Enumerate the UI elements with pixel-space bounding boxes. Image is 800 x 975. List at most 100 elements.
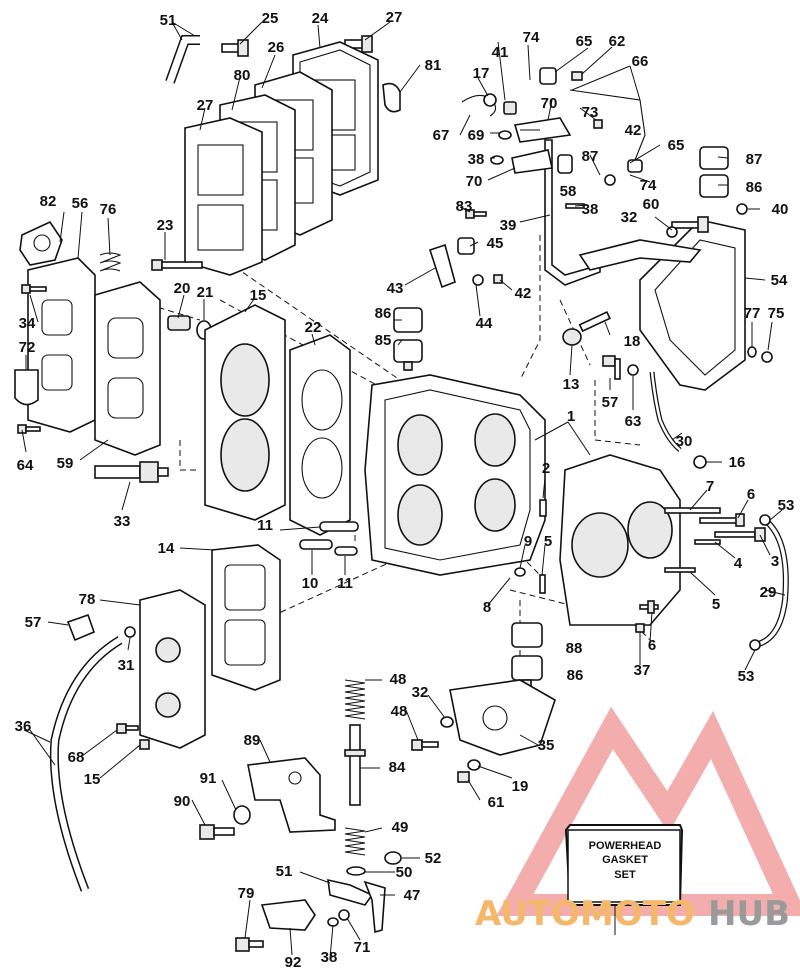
callout-26: 25 [262,10,279,27]
callout-30: 30 [676,433,693,450]
callout-42-mid: 42 [515,285,532,302]
part-nut-41 [503,101,517,115]
part-bolt-6-lower [639,600,659,614]
callout-50: 51 [276,863,293,880]
part-clip-72 [338,909,350,921]
part-screw-15 [139,739,150,750]
part-hose-51 [165,35,200,84]
part-bracket-35 [449,679,556,756]
part-nut-87 [604,174,616,186]
part-clamp-53-upper [759,514,771,526]
callout-21: 20 [174,280,191,297]
callout-35: 35 [538,737,555,754]
part-arm-70-lower [511,149,553,174]
part-hose-36 [49,636,123,892]
part-bolt-3 [714,527,766,542]
part-bolt-24 [151,259,203,271]
callout-23: 22 [305,319,322,336]
callout-28: 27 [386,9,403,26]
part-cylinder-head-16 [204,304,286,521]
part-washer-38-lower [327,917,339,927]
part-bolt-64 [17,424,41,434]
part-cover-59 [94,281,161,456]
part-clamp-81 [382,82,401,113]
callout-24: 23 [157,217,174,234]
callout-7: 7 [706,478,714,495]
callout-20: 19 [512,778,529,795]
watermark-logo [496,706,800,916]
part-lockwasher-17 [693,455,707,469]
callout-68: 68 [68,749,85,766]
part-bushing-58 [557,154,573,174]
part-washer-90 [233,805,251,825]
watermark-text-orange: AUTOMOTO [475,894,695,934]
part-spring-76 [99,252,122,272]
part-washer-20 [467,759,481,771]
callout-83: 83 [456,198,473,215]
callout-71: 72 [19,339,36,356]
callout-13: 13 [563,376,580,393]
callout-62: 62 [609,33,626,50]
kit-box-line-1: POWERHEAD [589,840,662,852]
part-washer-63 [627,364,639,376]
callout-16: 15 [250,287,267,304]
part-bracket-54 [639,219,746,391]
callout-4: 4 [734,555,743,572]
callout-70-left: 70 [466,173,483,190]
part-bolt-60 [671,216,709,233]
callout-41: 41 [492,44,509,61]
callout-78: 78 [79,591,96,608]
part-washer-32-lower [440,716,454,728]
part-cylinder-block-1 [364,374,546,576]
callout-49: 50 [396,864,413,881]
part-plug-13 [562,328,582,346]
callout-25: 24 [312,10,329,27]
part-washer-32-upper [666,226,678,238]
part-gasket-27-lower [184,117,263,276]
callout-53-lower: 53 [738,668,755,685]
part-screw-37 [635,623,645,633]
part-bolt-4 [694,539,721,545]
part-clip-31 [124,626,136,638]
callout-14: 14 [158,540,175,557]
part-fitting-21 [167,315,191,331]
callout-46: 47 [404,887,421,904]
part-hose-29 [754,517,789,648]
callout-17: 16 [729,454,746,471]
callout-10: 10 [302,575,319,592]
callout-80: 80 [234,67,251,84]
part-rod-84 [344,724,366,806]
part-crankcase-half [559,454,681,626]
callout-87: 87 [582,148,599,165]
callout-60: 60 [643,196,660,213]
callout-56-right: 57 [602,394,619,411]
part-bolt-7 [664,507,721,514]
callout-6-lower: 6 [648,637,656,654]
part-pin-2 [539,499,547,517]
callout-2: 2 [542,460,550,477]
callout-91: 92 [285,954,302,971]
part-link-65-upper [539,67,557,85]
part-washer-38-upper [490,155,504,165]
callout-9: 9 [524,533,532,550]
callout-11: 11 [337,575,353,592]
part-link-50 [327,878,374,906]
callout-86-right: 87 [746,151,763,168]
part-spring-48-upper [344,679,366,720]
callout-85-lower: 86 [567,667,584,684]
callout-70-top: 70 [541,95,558,112]
part-screw-68 [116,723,139,734]
callout-54: 54 [771,272,788,289]
part-clip-57 [66,613,96,642]
part-spring-48-lower [344,827,366,856]
callout-29: 29 [760,584,777,601]
part-screw-42-lower [493,274,503,284]
callout-40: 40 [772,201,789,218]
part-head-gasket-23 [289,334,351,536]
part-dowel-9 [514,567,526,577]
callout-44: 44 [476,315,493,332]
kit-box-line-3: SET [614,869,636,881]
callout-42-top: 42 [625,122,642,139]
part-clamp-53-lower [749,639,761,651]
